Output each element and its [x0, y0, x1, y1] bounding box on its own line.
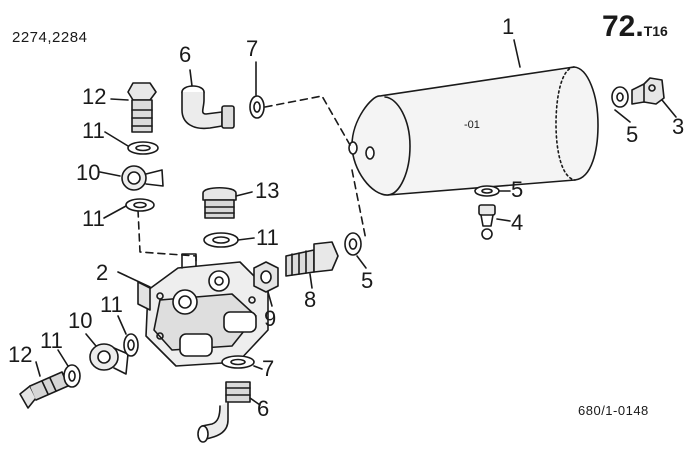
- valve-body: [137, 253, 269, 367]
- callout-7-top: 7: [246, 36, 259, 61]
- leader-10-bottom: [85, 333, 97, 347]
- leader-11-d: [57, 349, 69, 367]
- callout-6-bottom: 6: [257, 396, 270, 421]
- bottom-left-fittings: [19, 333, 139, 409]
- leader-11-b: [103, 205, 127, 219]
- callout-12-top: 12: [82, 84, 107, 109]
- callout-11-e: 11: [100, 292, 123, 317]
- leader-8: [309, 273, 313, 289]
- callout-13: 13: [255, 178, 280, 203]
- callout-5-drain: 5: [511, 177, 524, 202]
- callout-5-right: 5: [626, 122, 639, 147]
- leader-5-right: [614, 109, 631, 123]
- leader-11-c: [237, 237, 255, 241]
- leader-9: [267, 291, 273, 307]
- callout-10-top: 10: [76, 160, 101, 185]
- leader-13: [235, 191, 253, 197]
- washer-stack-left: [121, 141, 164, 212]
- banjo-bolt-top: [127, 82, 157, 133]
- tank-marking: -01: [464, 119, 480, 131]
- leader-12-bottom: [35, 361, 41, 377]
- callout-11-a: 11: [82, 118, 105, 143]
- leader-1: [513, 39, 521, 68]
- callout-7-bottom: 7: [262, 356, 275, 381]
- page-number-suffix: T16: [643, 23, 668, 39]
- callout-9: 9: [264, 306, 277, 331]
- leader-3: [661, 99, 677, 118]
- callout-10-bottom: 10: [68, 308, 93, 333]
- leader-6-bottom: [249, 397, 261, 406]
- callout-11-c: 11: [256, 225, 279, 250]
- pipe-top: [264, 95, 351, 146]
- air-tank: [348, 66, 599, 196]
- elbow-fitting-bottom: [197, 355, 255, 443]
- elbow-fitting-top: [181, 85, 265, 130]
- fittings-right-of-valve: [253, 232, 362, 293]
- page-number: 72.T16: [602, 12, 668, 42]
- leader-4: [496, 218, 511, 222]
- callout-3: 3: [672, 114, 685, 139]
- leader-6-top: [189, 69, 193, 87]
- model-numbers: 2274,2284: [12, 29, 88, 46]
- callout-5-mid: 5: [361, 268, 374, 293]
- callout-11-b: 11: [82, 206, 105, 231]
- callout-8: 8: [304, 287, 317, 312]
- callout-2: 2: [96, 260, 109, 285]
- leader-11-e: [117, 315, 127, 335]
- tank-fitting-right: [611, 77, 665, 108]
- pipe-left: [137, 209, 197, 271]
- page-number-main: 72.: [602, 10, 644, 43]
- leader-2: [117, 271, 151, 288]
- callout-11-d: 11: [40, 328, 63, 353]
- callout-4: 4: [511, 210, 524, 235]
- callout-6-top: 6: [179, 42, 192, 67]
- drain-valve: [474, 185, 500, 240]
- pipe-tank-to-washer: [351, 169, 367, 241]
- leader-7-bottom: [253, 365, 263, 370]
- leader-10-top: [99, 171, 121, 177]
- callout-1: 1: [502, 14, 515, 39]
- leader-12-top: [110, 98, 129, 101]
- drawing-reference: 680/1-0148: [578, 403, 649, 418]
- plug-13: [202, 186, 239, 248]
- callout-12-bottom: 12: [8, 342, 33, 367]
- leader-5-mid: [356, 255, 367, 269]
- leader-11-a: [104, 131, 129, 147]
